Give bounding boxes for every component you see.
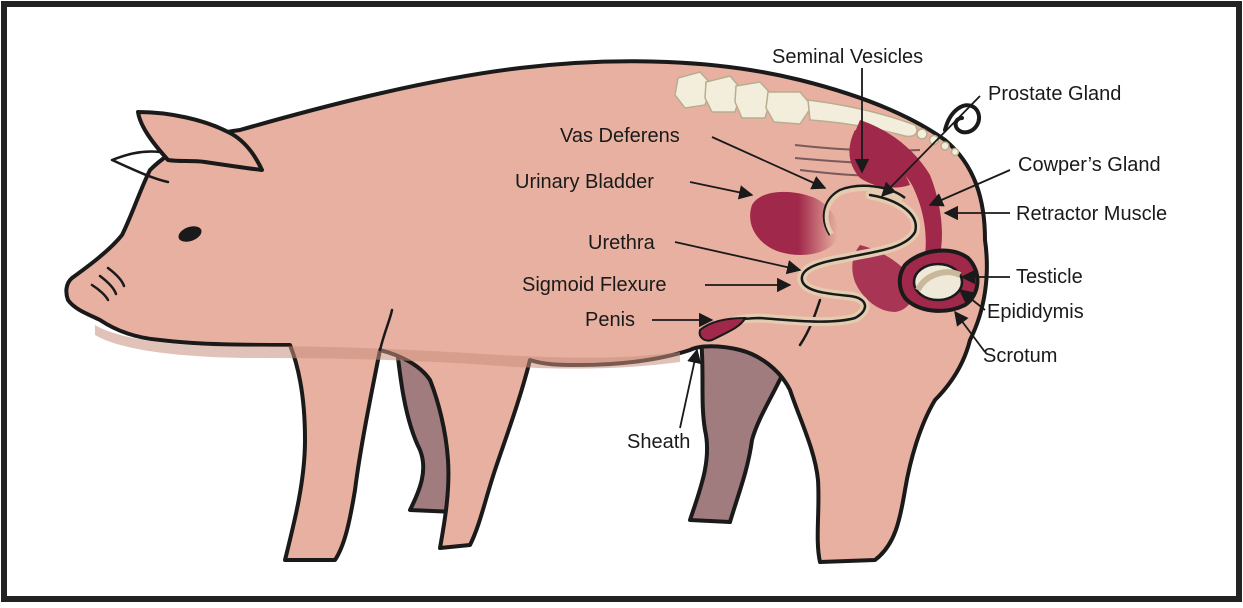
label-sigmoid-flexure: Sigmoid Flexure [522,274,667,296]
label-cowpers-gland: Cowper’s Gland [1018,154,1161,176]
tail-vertebra-4 [952,149,959,156]
label-urethra: Urethra [588,232,656,254]
label-retractor-muscle: Retractor Muscle [1016,203,1167,225]
label-scrotum: Scrotum [983,345,1057,367]
label-testicle: Testicle [1016,266,1083,288]
label-seminal-vesicles: Seminal Vesicles [772,46,923,68]
label-epididymis: Epididymis [987,301,1084,323]
label-vas-deferens: Vas Deferens [560,125,680,147]
label-prostate-gland: Prostate Gland [988,83,1121,105]
label-penis: Penis [585,309,635,331]
tail-vertebra-3 [941,142,949,150]
label-urinary-bladder: Urinary Bladder [515,171,654,193]
tail-vertebra-1 [917,129,927,139]
label-sheath: Sheath [627,431,690,453]
